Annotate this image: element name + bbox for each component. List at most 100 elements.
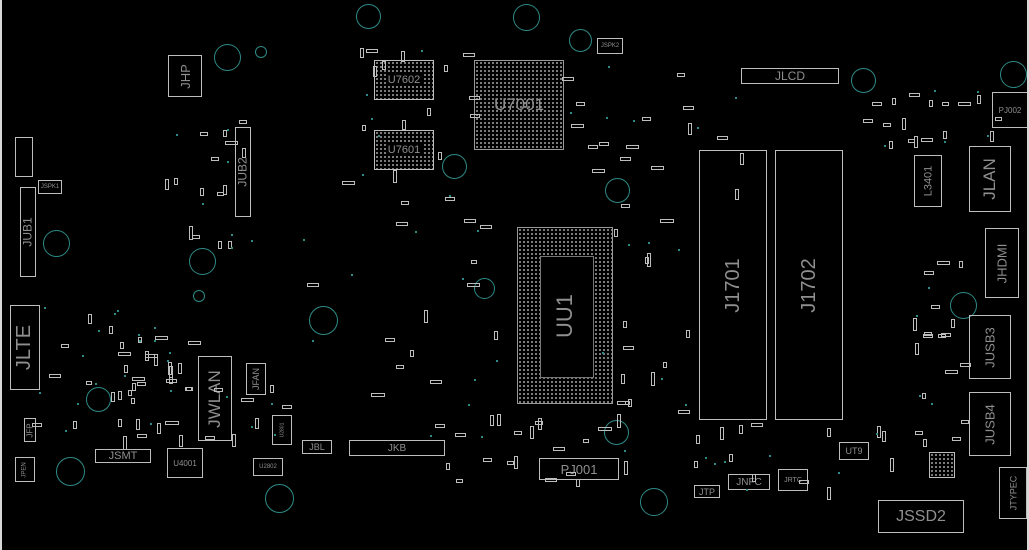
connector-jusb3[interactable]: JUSB3 [969, 315, 1011, 379]
connector-jpen[interactable]: JPEN [15, 457, 35, 482]
dimm-slot-j1701[interactable]: J1701 [699, 150, 767, 420]
smd-pad [362, 124, 367, 131]
smd-pad [798, 480, 810, 485]
smd-pad [409, 350, 414, 358]
smd-pad [443, 64, 448, 72]
connector-jfan[interactable]: JFAN [246, 363, 266, 395]
component-label: JLAN [980, 158, 1000, 200]
connector-jfp[interactable]: JFP [24, 418, 36, 442]
via [303, 238, 306, 241]
chip-ut9[interactable]: UT9 [839, 442, 869, 460]
smd-pad [88, 313, 93, 325]
smd-pad [137, 336, 142, 344]
chip-u2801[interactable]: U2801 [272, 415, 292, 445]
connector-jhdmi[interactable]: JHDMI [985, 228, 1019, 298]
smd-pad [437, 152, 442, 161]
connector-jub2[interactable]: JUB2 [235, 127, 251, 217]
chip-u7602[interactable]: U7602 [374, 60, 434, 100]
smd-pad [108, 325, 113, 335]
connector-jlan[interactable]: JLAN [969, 146, 1011, 212]
smd-pad [960, 363, 971, 368]
connector-jnfc[interactable]: JNFC [728, 474, 770, 490]
smd-pad [588, 144, 598, 149]
smd-pad [434, 424, 446, 429]
smd-pad [530, 426, 535, 440]
connector-jub1[interactable]: JUB1 [20, 187, 36, 277]
connector-jspk1[interactable]: JSPK1 [38, 180, 62, 194]
mounting-hole [851, 68, 876, 93]
connector-jrtc[interactable]: JRTC [778, 469, 808, 491]
connector-jtypec[interactable]: JTYPEC [999, 467, 1027, 519]
smd-pad [123, 364, 128, 373]
chip-u2802[interactable]: U2802 [253, 458, 283, 476]
smd-pad [750, 422, 764, 427]
smd-pad [623, 346, 634, 351]
smd-pad [119, 342, 124, 350]
chip-near-jssd2[interactable] [929, 452, 955, 478]
connector-jsmt[interactable]: JSMT [95, 449, 151, 463]
chip-u4001[interactable]: U4001 [167, 448, 203, 478]
dimm-slot-j1702[interactable]: J1702 [775, 150, 843, 420]
smd-pad [188, 226, 193, 240]
component-label: L3401 [922, 165, 934, 197]
smd-pad [507, 460, 515, 465]
smd-pad [384, 337, 396, 342]
smd-pad [660, 219, 674, 224]
connector-left-top[interactable] [15, 137, 33, 177]
connector-jkb[interactable]: JKB [349, 440, 445, 456]
chip-u7601[interactable]: U7601 [374, 130, 434, 170]
power-jack-pj001[interactable]: PJ001 [539, 458, 619, 480]
smd-pad [204, 435, 215, 440]
via [684, 403, 687, 406]
connector-jbl[interactable]: JBL [302, 440, 332, 454]
smd-pad [155, 336, 169, 341]
connector-jspk2[interactable]: JSPK2 [597, 38, 623, 54]
connector-jlcd[interactable]: JLCD [741, 68, 839, 84]
cpu-uu1[interactable]: UU1 [517, 227, 613, 404]
smd-pad [231, 434, 236, 448]
connector-jhp[interactable]: JHP [168, 55, 202, 97]
via [647, 241, 650, 244]
smd-pad [306, 282, 319, 287]
smd-pad [85, 381, 93, 386]
via [928, 286, 931, 289]
via [116, 309, 119, 312]
smd-pad [241, 398, 255, 403]
chip-u7001[interactable]: U7001 [474, 60, 564, 150]
via [371, 118, 374, 121]
via [474, 379, 477, 382]
smd-pad [617, 414, 621, 428]
connector-jssd2[interactable]: JSSD2 [878, 500, 964, 533]
connector-jtp[interactable]: JTP [694, 485, 720, 498]
connector-jwlan[interactable]: JWLAN [198, 356, 232, 441]
smd-pad [222, 185, 227, 195]
smd-pad [734, 188, 739, 201]
mounting-hole [214, 44, 241, 71]
mounting-hole [569, 29, 592, 52]
smd-pad [270, 384, 275, 393]
inductor-l3401[interactable]: L3401 [914, 155, 942, 207]
via [94, 382, 97, 385]
component-label: U7001 [493, 95, 545, 114]
via [714, 463, 717, 465]
smd-pad [185, 386, 192, 391]
smd-pad [677, 73, 686, 78]
via [274, 433, 277, 436]
smd-pad [882, 123, 892, 128]
via [150, 423, 153, 426]
via [930, 403, 933, 406]
smd-pad [863, 119, 873, 124]
via [607, 65, 610, 68]
smd-pad [751, 473, 756, 483]
connector-jlte[interactable]: JLTE [10, 305, 40, 390]
connector-jusb4[interactable]: JUSB4 [969, 392, 1011, 456]
component-label: JRTC [784, 476, 802, 484]
smd-pad [696, 435, 701, 445]
smd-pad [281, 404, 292, 409]
smd-pad [877, 426, 882, 439]
smd-pad [592, 169, 606, 174]
smd-pad [199, 187, 204, 196]
smd-pad [930, 304, 941, 309]
power-jack-pj002[interactable]: PJ002 [992, 92, 1027, 128]
smd-pad [613, 228, 618, 238]
